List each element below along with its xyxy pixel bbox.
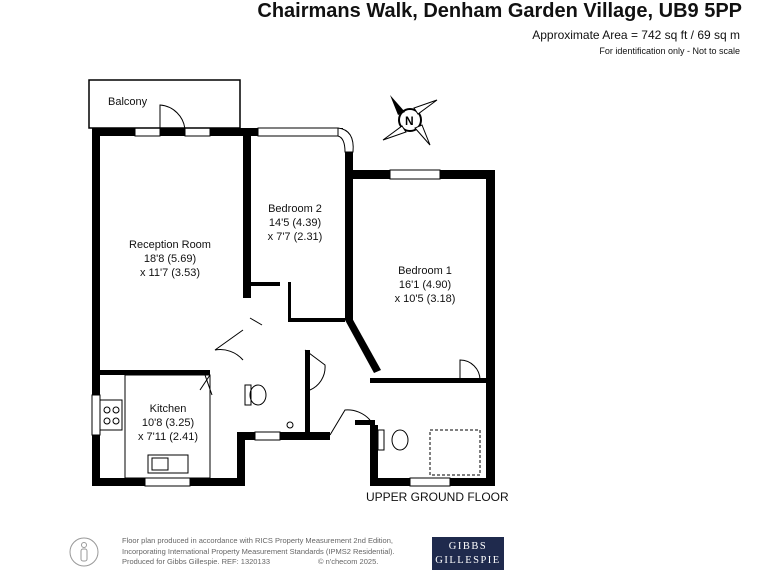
area-text: Approximate Area = 742 sq ft / 69 sq m (532, 28, 740, 42)
room-balcony: Balcony (108, 95, 147, 109)
floor-label: UPPER GROUND FLOOR (366, 490, 509, 504)
bay-corner (337, 127, 354, 153)
room-dim: 14'5 (4.39) (268, 217, 322, 229)
footer-line: Floor plan produced in accordance with R… (122, 536, 393, 545)
footer-line: Produced for Gibbs Gillespie. REF: 13201… (122, 557, 270, 566)
room-dim: x 7'7 (2.31) (267, 231, 323, 243)
room-bedroom-2: Bedroom 2 14'5 (4.39) x 7'7 (2.31) (255, 202, 335, 244)
agent-logo: GIBBS GILLESPIE (432, 537, 504, 570)
room-dim: x 11'7 (3.53) (140, 267, 200, 279)
property-title: Chairmans Walk, Denham Garden Village, U… (257, 0, 742, 22)
copyright: © n'checom 2025. (318, 557, 379, 566)
room-name: Bedroom 2 (268, 203, 322, 215)
footer-line: Incorporating International Property Mea… (122, 546, 395, 556)
room-dim: x 7'11 (2.41) (138, 431, 198, 443)
logo-line: GIBBS (448, 541, 488, 552)
fixtures (99, 374, 481, 479)
room-dim: 18'8 (5.69) (143, 253, 197, 265)
compass-icon: N (382, 95, 438, 146)
room-name: Balcony (108, 96, 148, 108)
room-name: Bedroom 1 (398, 265, 452, 277)
balcony-outline (88, 79, 241, 129)
room-bedroom-1: Bedroom 1 16'1 (4.90) x 10'5 (3.18) (380, 264, 470, 306)
scale-note: For identification only - Not to scale (599, 46, 740, 56)
room-reception: Reception Room 18'8 (5.69) x 11'7 (3.53) (115, 238, 225, 280)
compass-n: N (405, 114, 414, 128)
room-name: Kitchen (149, 403, 187, 415)
room-dim: x 10'5 (3.18) (394, 293, 456, 305)
room-kitchen: Kitchen 10'8 (3.25) x 7'11 (2.41) (128, 402, 208, 444)
room-name: Reception Room (129, 239, 211, 251)
logo-line: GILLESPIE (435, 555, 501, 566)
room-dim: 10'8 (3.25) (141, 417, 195, 429)
footer-text: Floor plan produced in accordance with R… (122, 536, 395, 568)
doors (159, 104, 481, 436)
room-dim: 16'1 (4.90) (398, 279, 452, 291)
